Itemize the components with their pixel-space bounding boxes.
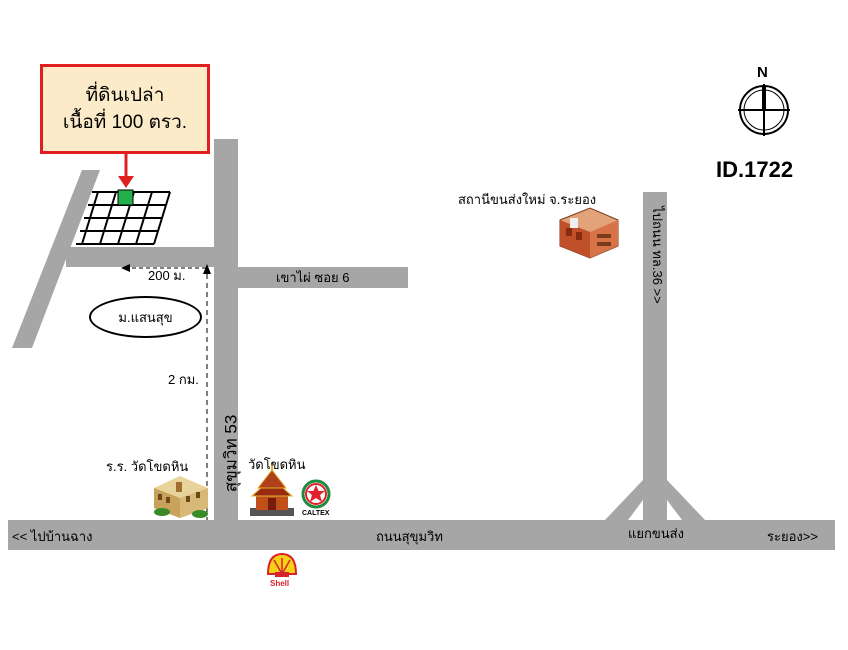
temple-label: วัดโขดหิน xyxy=(248,457,306,472)
distance-arrow-2km xyxy=(203,264,211,520)
school-label: ร.ร. วัดโขดหิน xyxy=(106,459,189,474)
road-label-khao-phai-soi6: เขาไผ่ ซอย 6 xyxy=(276,270,350,285)
junction-label: แยกขนส่ง xyxy=(628,526,684,541)
road-label-sukhumvit: ถนนสุขุมวิท xyxy=(376,529,443,544)
road-khao-phai-soi6 xyxy=(236,267,408,288)
distance-200m: 200 ม. xyxy=(148,268,186,283)
shell-text: Shell xyxy=(270,579,290,588)
road-label-sukhumvit-53: สุขุมวิท 53 xyxy=(221,414,241,493)
temple-icon xyxy=(250,462,294,516)
plot-area: เนื้อที่ 100 ตรว. xyxy=(62,112,188,133)
junction-left-branch xyxy=(605,480,643,520)
road-to-plot xyxy=(66,247,215,267)
junction-right-branch xyxy=(667,480,705,520)
caltex-logo-icon xyxy=(301,479,331,509)
caltex-text: CALTEX xyxy=(302,510,330,517)
main-road-sukhumvit xyxy=(8,520,610,550)
plot-title: ที่ดินเปล่า xyxy=(85,85,165,106)
direction-ban-chang: << ไปบ้านฉาง xyxy=(12,529,93,544)
distance-2km: 2 กม. xyxy=(168,372,199,387)
plot-callout: ที่ดินเปล่า เนื้อที่ 100 ตรว. xyxy=(40,64,210,154)
direction-rayong: ระยอง>> xyxy=(767,529,818,544)
bus-station-label: สถานีขนส่งใหม่ จ.ระยอง xyxy=(458,192,597,207)
road-sukhumvit-53 xyxy=(214,139,238,521)
road-diagonal xyxy=(12,170,100,348)
school-icon xyxy=(154,476,208,518)
highlighted-plot xyxy=(117,189,134,206)
callout-arrow xyxy=(118,154,134,188)
bus-station-icon xyxy=(559,207,619,259)
main-road-right xyxy=(610,520,835,550)
property-id: ID.1722 xyxy=(716,157,794,182)
shell-logo-icon xyxy=(266,552,298,577)
roads xyxy=(8,139,835,550)
road-highway-36 xyxy=(643,192,667,522)
compass-north-label: N xyxy=(757,64,768,81)
village-label: ม.แสนสุข xyxy=(89,296,202,338)
road-label-highway-36: ไปถนน ทล.36 >> xyxy=(650,206,665,304)
distance-arrow-200m xyxy=(121,264,206,272)
compass-icon xyxy=(738,84,790,136)
plot-grid xyxy=(76,191,171,245)
